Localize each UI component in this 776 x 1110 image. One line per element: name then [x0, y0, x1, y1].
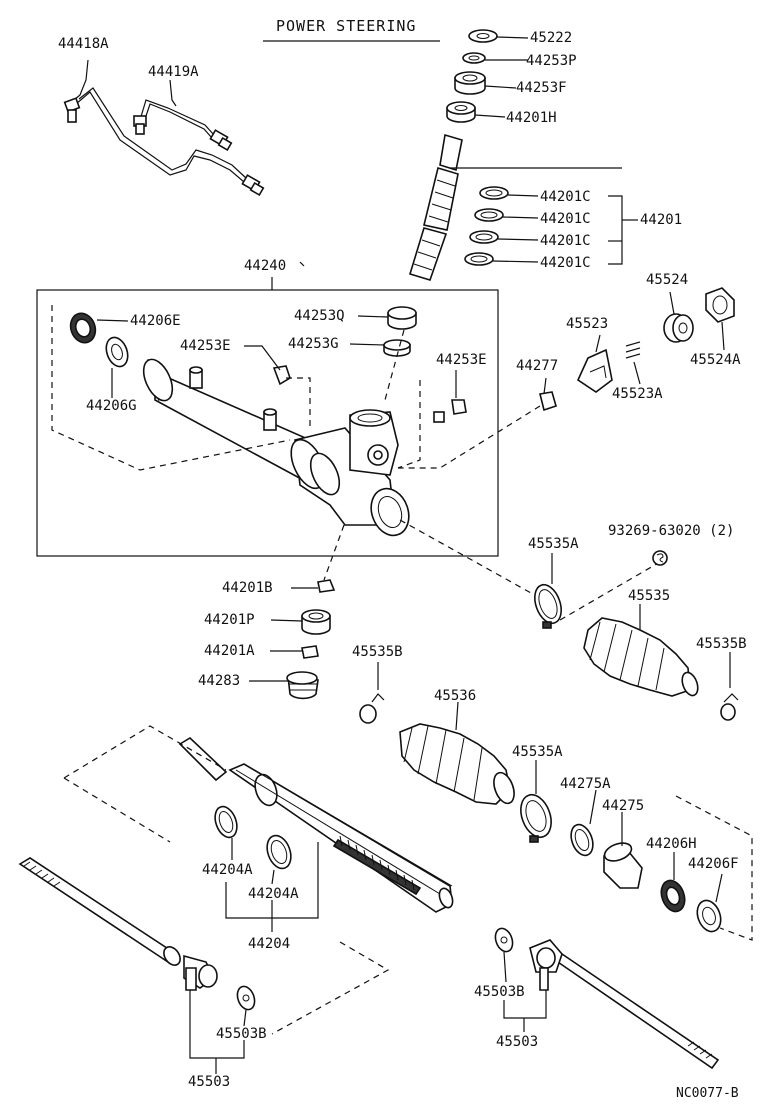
label-45535b-left: 45535B [352, 644, 403, 660]
union-44253e-left [244, 345, 291, 386]
label-45503-left: 45503 [188, 1074, 231, 1090]
diagram-code: NC0077-B [676, 1086, 739, 1101]
bushing-44275 [603, 812, 643, 889]
label-44201c-2: 44201C [540, 211, 591, 227]
label-44204a-left: 44204A [202, 862, 253, 878]
label-44253e-left: 44253E [180, 338, 231, 354]
label-44201: 44201 [640, 212, 683, 228]
label-45222: 45222 [530, 30, 573, 46]
label-44253e-right: 44253E [436, 352, 487, 368]
guide-45523 [576, 334, 613, 393]
rack-44204 [178, 737, 454, 913]
bearing-44206e [69, 312, 129, 344]
seal-rings-44201c [464, 186, 638, 266]
spring-45523a [625, 341, 641, 385]
snap-ring-44275a [570, 789, 597, 857]
label-44201p: 44201P [204, 612, 255, 628]
label-44253g: 44253G [288, 336, 339, 352]
label-44201c-3: 44201C [540, 233, 591, 249]
clamp-45535a-top [534, 553, 562, 629]
nut-45524a [705, 287, 735, 351]
clip-44277 [539, 377, 557, 412]
nut-44201b [291, 579, 336, 593]
tie-rod-left [18, 857, 218, 991]
label-44201c-4: 44201C [540, 255, 591, 271]
cap-44283 [249, 671, 319, 700]
label-44206g: 44206G [86, 398, 137, 414]
diagram-title: POWER STEERING [276, 17, 417, 35]
pressure-tube-44418a [63, 59, 265, 197]
bearing-44206h [660, 852, 686, 913]
label-44253p: 44253P [526, 53, 577, 69]
ring-44253g [349, 339, 411, 357]
seal-44201h [446, 101, 506, 123]
label-44201c-1: 44201C [540, 189, 591, 205]
label-45524a: 45524A [690, 352, 741, 368]
label-44283: 44283 [198, 673, 241, 689]
bearing-44253f [454, 71, 517, 95]
label-44206e: 44206E [130, 313, 181, 329]
seal-44206f [696, 873, 723, 933]
label-44253f: 44253F [516, 80, 567, 96]
label-44206f: 44206F [688, 856, 739, 872]
label-44253q: 44253Q [294, 308, 345, 324]
housing-group-box [36, 289, 499, 557]
clip-45535b-right [720, 652, 739, 721]
plug-45524 [663, 291, 694, 343]
clip-93269-63020 [652, 550, 668, 566]
label-44275: 44275 [602, 798, 645, 814]
ring-44204a-left [214, 805, 238, 860]
bracket-45503-left [189, 990, 245, 1059]
union-44253e-right [433, 370, 467, 423]
nut-44201a [270, 645, 319, 659]
washer-45503b-right [494, 927, 514, 983]
label-44240: 44240 [244, 258, 287, 274]
label-44275a: 44275A [560, 776, 611, 792]
label-45503b-right: 45503B [474, 984, 525, 1000]
label-44201h: 44201H [506, 110, 557, 126]
clamp-45535a-bottom [520, 760, 552, 843]
label-45503-right: 45503 [496, 1034, 539, 1050]
label-45535a-top: 45535A [528, 536, 579, 552]
boot-45535 [583, 604, 699, 697]
label-44277: 44277 [516, 358, 559, 374]
label-44204a-right: 44204A [248, 886, 299, 902]
label-45535: 45535 [628, 588, 671, 604]
washer-45222 [468, 29, 529, 43]
label-45524: 45524 [646, 272, 689, 288]
label-44418a: 44418A [58, 36, 109, 52]
tie-rod-right [529, 939, 720, 1070]
label-45535b-right: 45535B [696, 636, 747, 652]
label-45523: 45523 [566, 316, 609, 332]
clip-45535b-left [359, 662, 385, 724]
ring-44253p [462, 52, 528, 64]
washer-45503b-left [236, 985, 256, 1027]
housing-44240 [142, 358, 410, 537]
bushing-44201p [270, 609, 331, 635]
label-44201a: 44201A [204, 643, 255, 659]
label-93269-63020: 93269-63020 (2) [608, 523, 735, 539]
ring-44204a-right [266, 834, 292, 885]
pinion-shaft [409, 133, 622, 281]
label-45535a-bottom: 45535A [512, 744, 563, 760]
cylinder-44253q [357, 306, 417, 330]
label-44419a: 44419A [148, 64, 199, 80]
pressure-tube-44419a [133, 79, 233, 152]
label-44201b: 44201B [222, 580, 273, 596]
label-44204: 44204 [248, 936, 291, 952]
boot-45536 [399, 701, 515, 805]
label-45523a: 45523A [612, 386, 663, 402]
bracket-45503-right [503, 990, 547, 1019]
label-45536: 45536 [434, 688, 477, 704]
seal-44206g [105, 336, 129, 398]
label-44206h: 44206H [646, 836, 697, 852]
label-45503b-left: 45503B [216, 1026, 267, 1042]
